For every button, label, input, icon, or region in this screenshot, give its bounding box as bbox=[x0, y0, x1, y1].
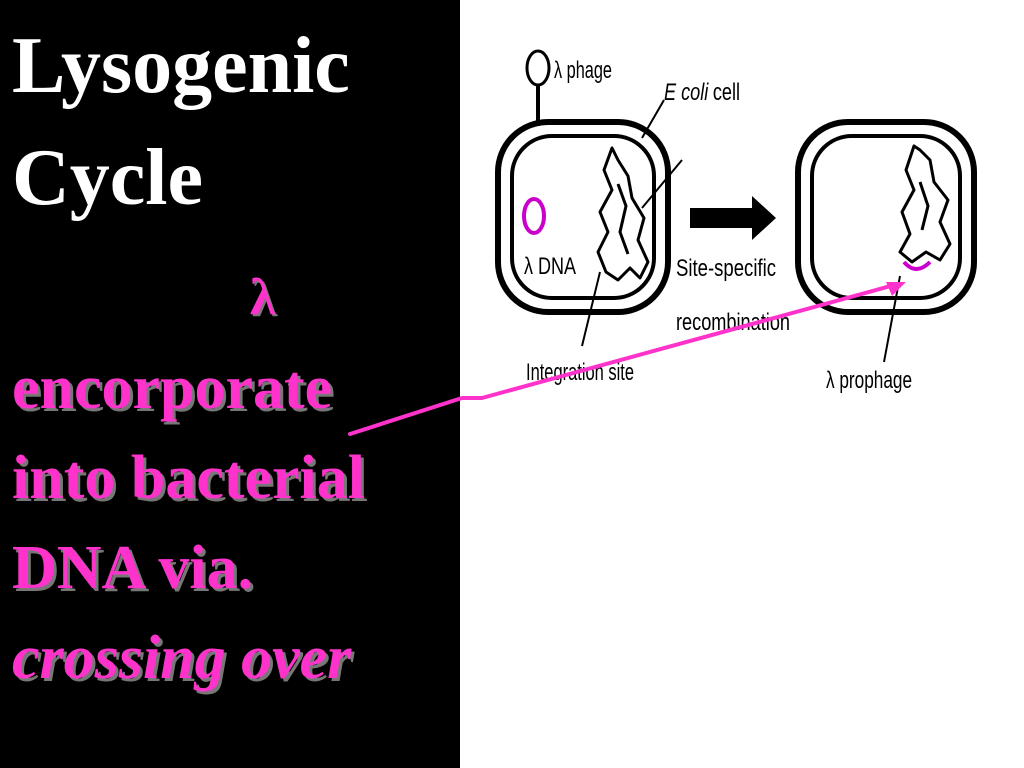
ecoli-leader-line bbox=[641, 99, 665, 139]
bacterial-chromosome-left bbox=[596, 146, 650, 282]
ecoli-label: E colicell bbox=[664, 79, 740, 106]
process-arrow bbox=[690, 196, 776, 240]
title-line-2: Cycle bbox=[12, 134, 204, 222]
body-line-2: into bacterial bbox=[12, 444, 365, 512]
bacterial-chromosome-right bbox=[898, 144, 952, 264]
ecoli-label-rest: cell bbox=[713, 79, 740, 106]
phage-icon bbox=[525, 49, 551, 126]
phage-label: λ phage bbox=[554, 57, 612, 84]
arrow-label-line-1: Site-specific bbox=[676, 255, 776, 282]
ecoli-cell-right bbox=[795, 119, 977, 315]
arrow-label-line-2: recombination bbox=[676, 309, 790, 336]
body-line-1: encorporate bbox=[12, 354, 333, 422]
title-line-1: Lysogenic bbox=[12, 22, 350, 110]
body-line-4: crossing over bbox=[12, 624, 352, 692]
lambda-symbol: λ bbox=[250, 269, 276, 326]
prophage-label: λ prophage bbox=[826, 367, 912, 394]
integration-site-label: Integration site bbox=[526, 359, 634, 386]
prophage-segment bbox=[902, 260, 932, 271]
chromosome-leader-line bbox=[641, 159, 683, 209]
ecoli-label-italic: E coli bbox=[664, 79, 709, 106]
lambda-dna-label: λ DNA bbox=[524, 253, 576, 280]
prophage-leader-line bbox=[883, 275, 901, 363]
lambda-dna-circle bbox=[522, 197, 546, 235]
body-line-3: DNA via. bbox=[12, 534, 254, 602]
